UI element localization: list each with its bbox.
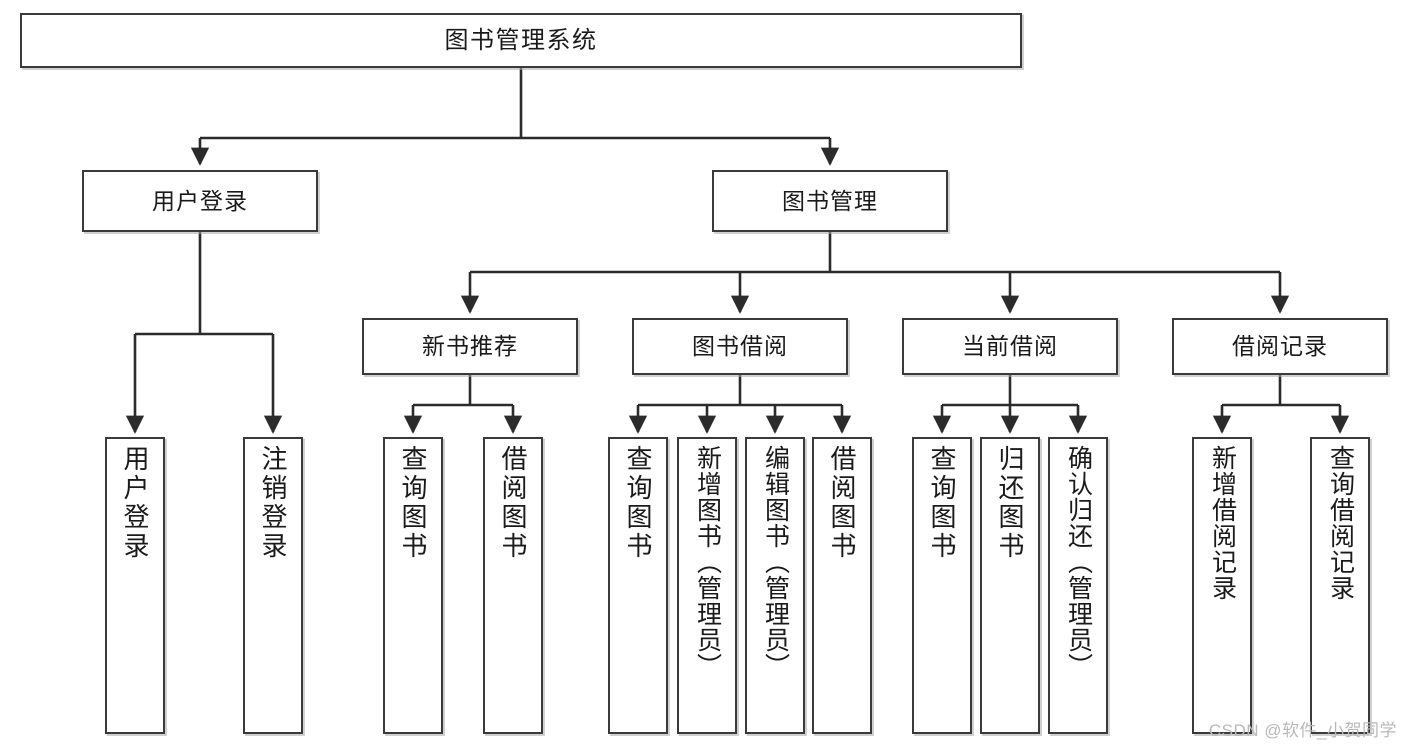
leaf-user-login-login-label: 用户登录: [120, 445, 150, 561]
node-user-login[interactable]: 用户登录: [82, 170, 318, 232]
leaf-book-borrow-query[interactable]: 查询图书: [608, 437, 668, 734]
leaf-book-borrow-add-label: 新增图书（管理员）: [693, 445, 722, 679]
leaf-user-login-logout[interactable]: 注销登录: [243, 437, 303, 734]
leaf-book-borrow-edit[interactable]: 编辑图书（管理员）: [745, 437, 805, 734]
node-borrow-records[interactable]: 借阅记录: [1172, 318, 1388, 375]
node-root-system[interactable]: 图书管理系统: [20, 13, 1022, 68]
leaf-current-borrow-query[interactable]: 查询图书: [912, 437, 972, 734]
leaf-user-login-logout-label: 注销登录: [258, 445, 288, 561]
node-user-login-label: 用户登录: [152, 187, 248, 214]
leaf-current-borrow-return[interactable]: 归还图书: [980, 437, 1040, 734]
leaf-book-borrow-query-label: 查询图书: [623, 445, 653, 561]
leaf-records-query[interactable]: 查询借阅记录: [1310, 437, 1370, 734]
leaf-new-books-borrow-label: 借阅图书: [498, 445, 528, 561]
leaf-book-borrow-borrow-label: 借阅图书: [827, 445, 857, 561]
node-book-borrow[interactable]: 图书借阅: [632, 318, 848, 375]
node-book-management-label: 图书管理: [782, 187, 878, 214]
node-root-system-label: 图书管理系统: [444, 26, 598, 54]
leaf-book-borrow-edit-label: 编辑图书（管理员）: [761, 445, 790, 679]
node-book-borrow-label: 图书借阅: [692, 333, 788, 360]
leaf-new-books-borrow[interactable]: 借阅图书: [483, 437, 543, 734]
node-new-book-recommend-label: 新书推荐: [422, 333, 518, 360]
node-borrow-records-label: 借阅记录: [1232, 333, 1328, 360]
leaf-current-borrow-confirm-label: 确认归还（管理员）: [1064, 445, 1093, 679]
node-current-borrow-label: 当前借阅: [962, 333, 1058, 360]
leaf-book-borrow-borrow[interactable]: 借阅图书: [812, 437, 872, 734]
leaf-records-add[interactable]: 新增借阅记录: [1192, 437, 1252, 734]
node-current-borrow[interactable]: 当前借阅: [902, 318, 1118, 375]
leaf-new-books-query-label: 查询图书: [398, 445, 428, 561]
leaf-current-borrow-query-label: 查询图书: [927, 445, 957, 561]
leaf-current-borrow-confirm[interactable]: 确认归还（管理员）: [1048, 437, 1108, 734]
leaf-records-query-label: 查询借阅记录: [1326, 445, 1355, 601]
node-book-management[interactable]: 图书管理: [712, 170, 948, 232]
leaf-records-add-label: 新增借阅记录: [1208, 445, 1237, 601]
leaf-current-borrow-return-label: 归还图书: [995, 445, 1025, 561]
leaf-user-login-login[interactable]: 用户登录: [105, 437, 165, 734]
leaf-new-books-query[interactable]: 查询图书: [383, 437, 443, 734]
leaf-book-borrow-add[interactable]: 新增图书（管理员）: [677, 437, 737, 734]
node-new-book-recommend[interactable]: 新书推荐: [362, 318, 578, 375]
